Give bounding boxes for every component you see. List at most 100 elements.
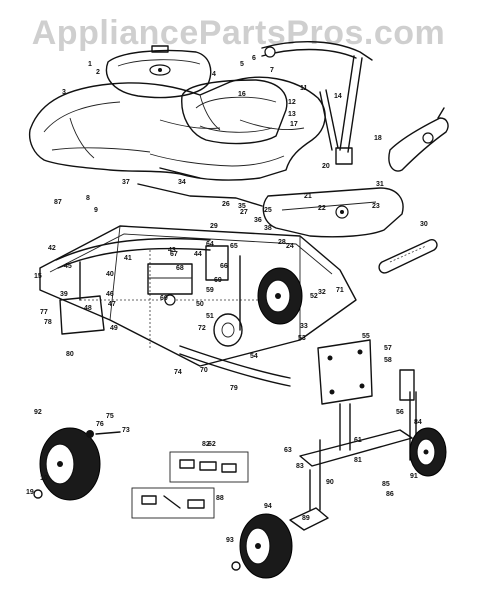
callout-label: 83 (296, 463, 304, 470)
callout-label: 3 (62, 89, 66, 96)
rear-wheel-right (257, 267, 303, 325)
left-bracket (59, 295, 121, 438)
callout-label: 74 (174, 369, 182, 376)
callout-label: 19 (26, 489, 34, 496)
callout-label: 69 (214, 277, 222, 284)
callout-label: 52 (310, 293, 318, 300)
callout-label: 39 (60, 291, 68, 298)
callout-label: 89 (302, 515, 310, 522)
fender-cover (181, 79, 288, 145)
callout-label: 4 (212, 71, 216, 78)
callout-label: 17 (290, 121, 298, 128)
spindle (289, 469, 329, 531)
callout-label: 24 (286, 243, 294, 250)
callout-label: 35 (238, 203, 246, 210)
callout-label: 79 (230, 385, 238, 392)
callout-label: 63 (284, 447, 292, 454)
callout-label: 40 (106, 271, 114, 278)
callout-label: 15 (34, 273, 42, 280)
rear-wheel-left (33, 427, 101, 501)
steering-column (261, 41, 373, 165)
callout-label: 42 (48, 245, 56, 252)
callout-label: 62 (208, 441, 216, 448)
callout-label: 90 (326, 479, 334, 486)
callout-label: 53 (298, 335, 306, 342)
callout-label: 45 (64, 263, 72, 270)
callout-label: 91 (410, 473, 418, 480)
callout-label: 57 (384, 345, 392, 352)
callout-label: 25 (264, 207, 272, 214)
callout-label: 41 (124, 255, 132, 262)
callout-label: 55 (362, 333, 370, 340)
callout-label: 9 (94, 207, 98, 214)
callout-labels: 1 2 3 4 5 6 7 8 9 10 11 12 13 14 15 16 1… (26, 55, 428, 544)
foot-pad (378, 238, 438, 274)
callout-label: 77 (40, 309, 48, 316)
callout-label: 76 (96, 421, 104, 428)
callout-label: 50 (196, 301, 204, 308)
callout-label: 33 (300, 323, 308, 330)
callout-label: 81 (354, 457, 362, 464)
callout-label: 73 (122, 427, 130, 434)
callout-label: 68 (176, 265, 184, 272)
rod-linkage (55, 167, 291, 387)
callout-label: 38 (264, 225, 272, 232)
callout-label: 61 (354, 437, 362, 444)
callout-label: 7 (270, 67, 274, 74)
callout-label: 65 (230, 243, 238, 250)
callout-label: 18 (374, 135, 382, 142)
callout-label: 5 (240, 61, 244, 68)
callout-label: 47 (108, 301, 116, 308)
callout-label: 51 (206, 313, 214, 320)
callout-label: 60 (160, 295, 168, 302)
callout-label: 10 (40, 475, 48, 482)
callout-label: 12 (288, 99, 296, 106)
floor-panel (262, 187, 404, 238)
hardware-kit-upper (169, 451, 249, 483)
callout-label: 72 (198, 325, 206, 332)
callout-label: 6 (252, 55, 256, 62)
callout-label: 88 (216, 495, 224, 502)
callout-label: 1 (88, 61, 92, 68)
callout-label: 32 (318, 289, 326, 296)
callout-label: 67 (170, 251, 178, 258)
callout-label: 86 (386, 491, 394, 498)
hardware-kit-lower (131, 487, 215, 519)
callout-label: 29 (210, 223, 218, 230)
callout-label: 92 (34, 409, 42, 416)
chassis-frame (39, 225, 357, 367)
seat (105, 45, 212, 99)
callout-label: 75 (106, 413, 114, 420)
callout-label: 84 (414, 419, 422, 426)
callout-label: 21 (304, 193, 312, 200)
callout-label: 23 (372, 203, 380, 210)
pulley (213, 313, 243, 347)
callout-label: 28 (278, 239, 286, 246)
callout-label: 71 (336, 287, 344, 294)
front-wheel-right (409, 427, 447, 477)
callout-label: 58 (384, 357, 392, 364)
callout-label: 26 (222, 201, 230, 208)
shift-lever (388, 107, 449, 172)
callout-label: 44 (194, 251, 202, 258)
callout-label: 80 (66, 351, 74, 358)
callout-label: 56 (396, 409, 404, 416)
callout-label: 70 (200, 367, 208, 374)
callout-label: 87 (54, 199, 62, 206)
callout-label: 30 (420, 221, 428, 228)
callout-label: 64 (206, 241, 214, 248)
callout-label: 94 (264, 503, 272, 510)
callout-label: 82 (202, 441, 210, 448)
callout-label: 2 (96, 69, 100, 76)
watermark-text: AppliancePartsPros.com (31, 14, 446, 52)
front-wheel-bottom (231, 513, 293, 579)
callout-label: 22 (318, 205, 326, 212)
callout-label: 36 (254, 217, 262, 224)
mounting-plate (317, 339, 415, 451)
callout-label: 16 (238, 91, 246, 98)
callout-label: 43 (168, 247, 176, 254)
callout-label: 49 (110, 325, 118, 332)
callout-label: 8 (86, 195, 90, 202)
